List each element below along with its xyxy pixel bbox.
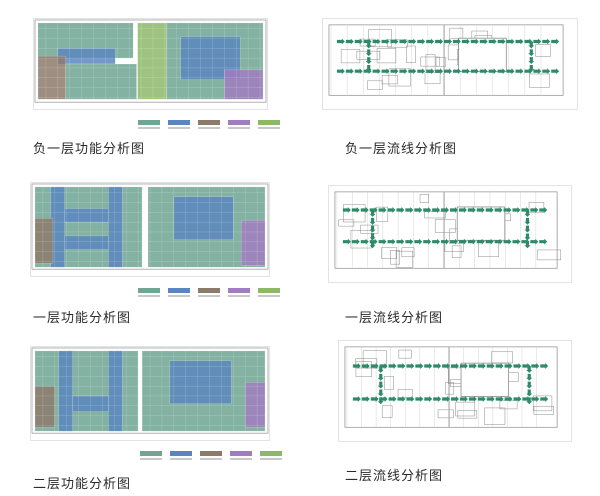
legend-item <box>230 451 252 460</box>
legend-swatch <box>140 451 162 456</box>
legend-swatch <box>258 120 280 125</box>
legend-swatch <box>228 120 250 125</box>
panel-caption: 一层功能分析图 <box>33 311 132 326</box>
legend-swatch <box>258 288 280 293</box>
legend-label <box>200 458 222 460</box>
legend-item <box>170 451 192 460</box>
legend-label <box>138 127 160 129</box>
function-plan-drawing <box>33 18 268 110</box>
legend-item <box>260 451 282 460</box>
legend-swatch <box>260 451 282 456</box>
legend-label <box>258 295 280 297</box>
legend-label <box>228 295 250 297</box>
legend-item <box>138 120 160 129</box>
legend-swatch <box>138 288 160 293</box>
legend-swatch <box>198 288 220 293</box>
legend-item <box>228 120 250 129</box>
legend-item <box>258 288 280 297</box>
circulation-plan-drawing <box>322 18 578 110</box>
plan-svg <box>34 19 267 109</box>
panel-caption: 一层流线分析图 <box>345 311 444 326</box>
legend-label <box>168 295 190 297</box>
legend-label <box>140 458 162 460</box>
legend-item <box>168 288 190 297</box>
legend-swatch <box>138 120 160 125</box>
legend-label <box>138 295 160 297</box>
legend-item <box>228 288 250 297</box>
legend-item <box>198 120 220 129</box>
legend-label <box>168 127 190 129</box>
legend-label <box>198 295 220 297</box>
legend-label <box>228 127 250 129</box>
legend-swatch <box>168 288 190 293</box>
legend-swatch <box>228 288 250 293</box>
legend-label <box>260 458 282 460</box>
legend-label <box>170 458 192 460</box>
function-legend <box>138 120 280 129</box>
function-legend <box>140 451 282 460</box>
function-plan-drawing <box>30 182 270 277</box>
function-legend <box>138 288 280 297</box>
legend-item <box>258 120 280 129</box>
legend-swatch <box>230 451 252 456</box>
legend-label <box>198 127 220 129</box>
legend-item <box>168 120 190 129</box>
legend-item <box>198 288 220 297</box>
plan-svg <box>31 183 269 276</box>
panel-caption: 二层功能分析图 <box>33 477 132 492</box>
function-plan-drawing <box>30 346 270 441</box>
legend-label <box>258 127 280 129</box>
plan-svg <box>334 191 562 269</box>
legend-swatch <box>200 451 222 456</box>
panel-caption: 负一层功能分析图 <box>33 142 146 157</box>
legend-swatch <box>198 120 220 125</box>
panel-caption: 负一层流线分析图 <box>345 142 458 157</box>
legend-item <box>200 451 222 460</box>
plan-svg <box>344 346 558 428</box>
legend-swatch <box>170 451 192 456</box>
plan-svg <box>31 347 269 440</box>
circulation-plan-drawing <box>328 185 572 283</box>
legend-item <box>138 288 160 297</box>
legend-label <box>230 458 252 460</box>
plan-svg <box>328 24 564 96</box>
legend-swatch <box>168 120 190 125</box>
panel-caption: 二层流线分析图 <box>345 469 444 484</box>
circulation-plan-drawing <box>338 340 572 442</box>
legend-item <box>140 451 162 460</box>
